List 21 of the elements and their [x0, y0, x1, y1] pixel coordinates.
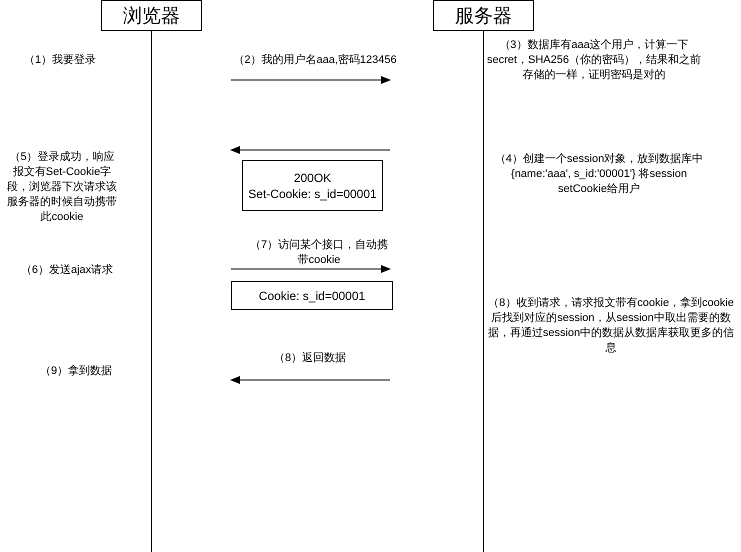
step-note: （6）发送ajax请求	[20, 263, 114, 278]
step-note: （9）拿到数据	[38, 364, 114, 379]
box-text: Set-Cookie: s_id=00001	[248, 186, 377, 202]
step-note: （3）数据库有aaa这个用户，计算一下 secret，SHA256（你的密码），结果和之前存储的一样，证明密码是对的	[486, 38, 702, 83]
step-note: （8）收到请求，请求报文带有cookie，拿到cookie后找到对应的session，从session中取出需要的数据，再通过session中的数据从数据库获取更多的信息	[486, 296, 736, 356]
lifeline	[483, 30, 484, 552]
step-note: （8）返回数据	[272, 351, 348, 366]
step-note: （1）我要登录	[22, 53, 98, 68]
lifeline-header-box	[101, 0, 202, 31]
step-note: （5）登录成功，响应报文有Set-Cookie字段，浏览器下次请求该服务器的时候自动携带此cookie	[6, 150, 118, 225]
step-note: （2）我的用户名aaa,密码123456	[232, 53, 398, 68]
box-text: 200OK	[294, 170, 332, 186]
message-box	[231, 281, 393, 310]
lifeline-header-box	[433, 0, 534, 31]
step-note: （4）创建一个session对象，放到数据库中 {name:'aaa', s_id:'00001'} 将session setCookie给用户	[494, 152, 704, 197]
message-box	[242, 160, 383, 211]
box-text: 浏览器	[123, 4, 180, 28]
box-text: Cookie: s_id=00001	[258, 288, 366, 304]
box-text: 服务器	[455, 4, 512, 28]
step-note: （7）访问某个接口，自动携带cookie	[248, 238, 390, 268]
lifeline	[151, 30, 152, 552]
